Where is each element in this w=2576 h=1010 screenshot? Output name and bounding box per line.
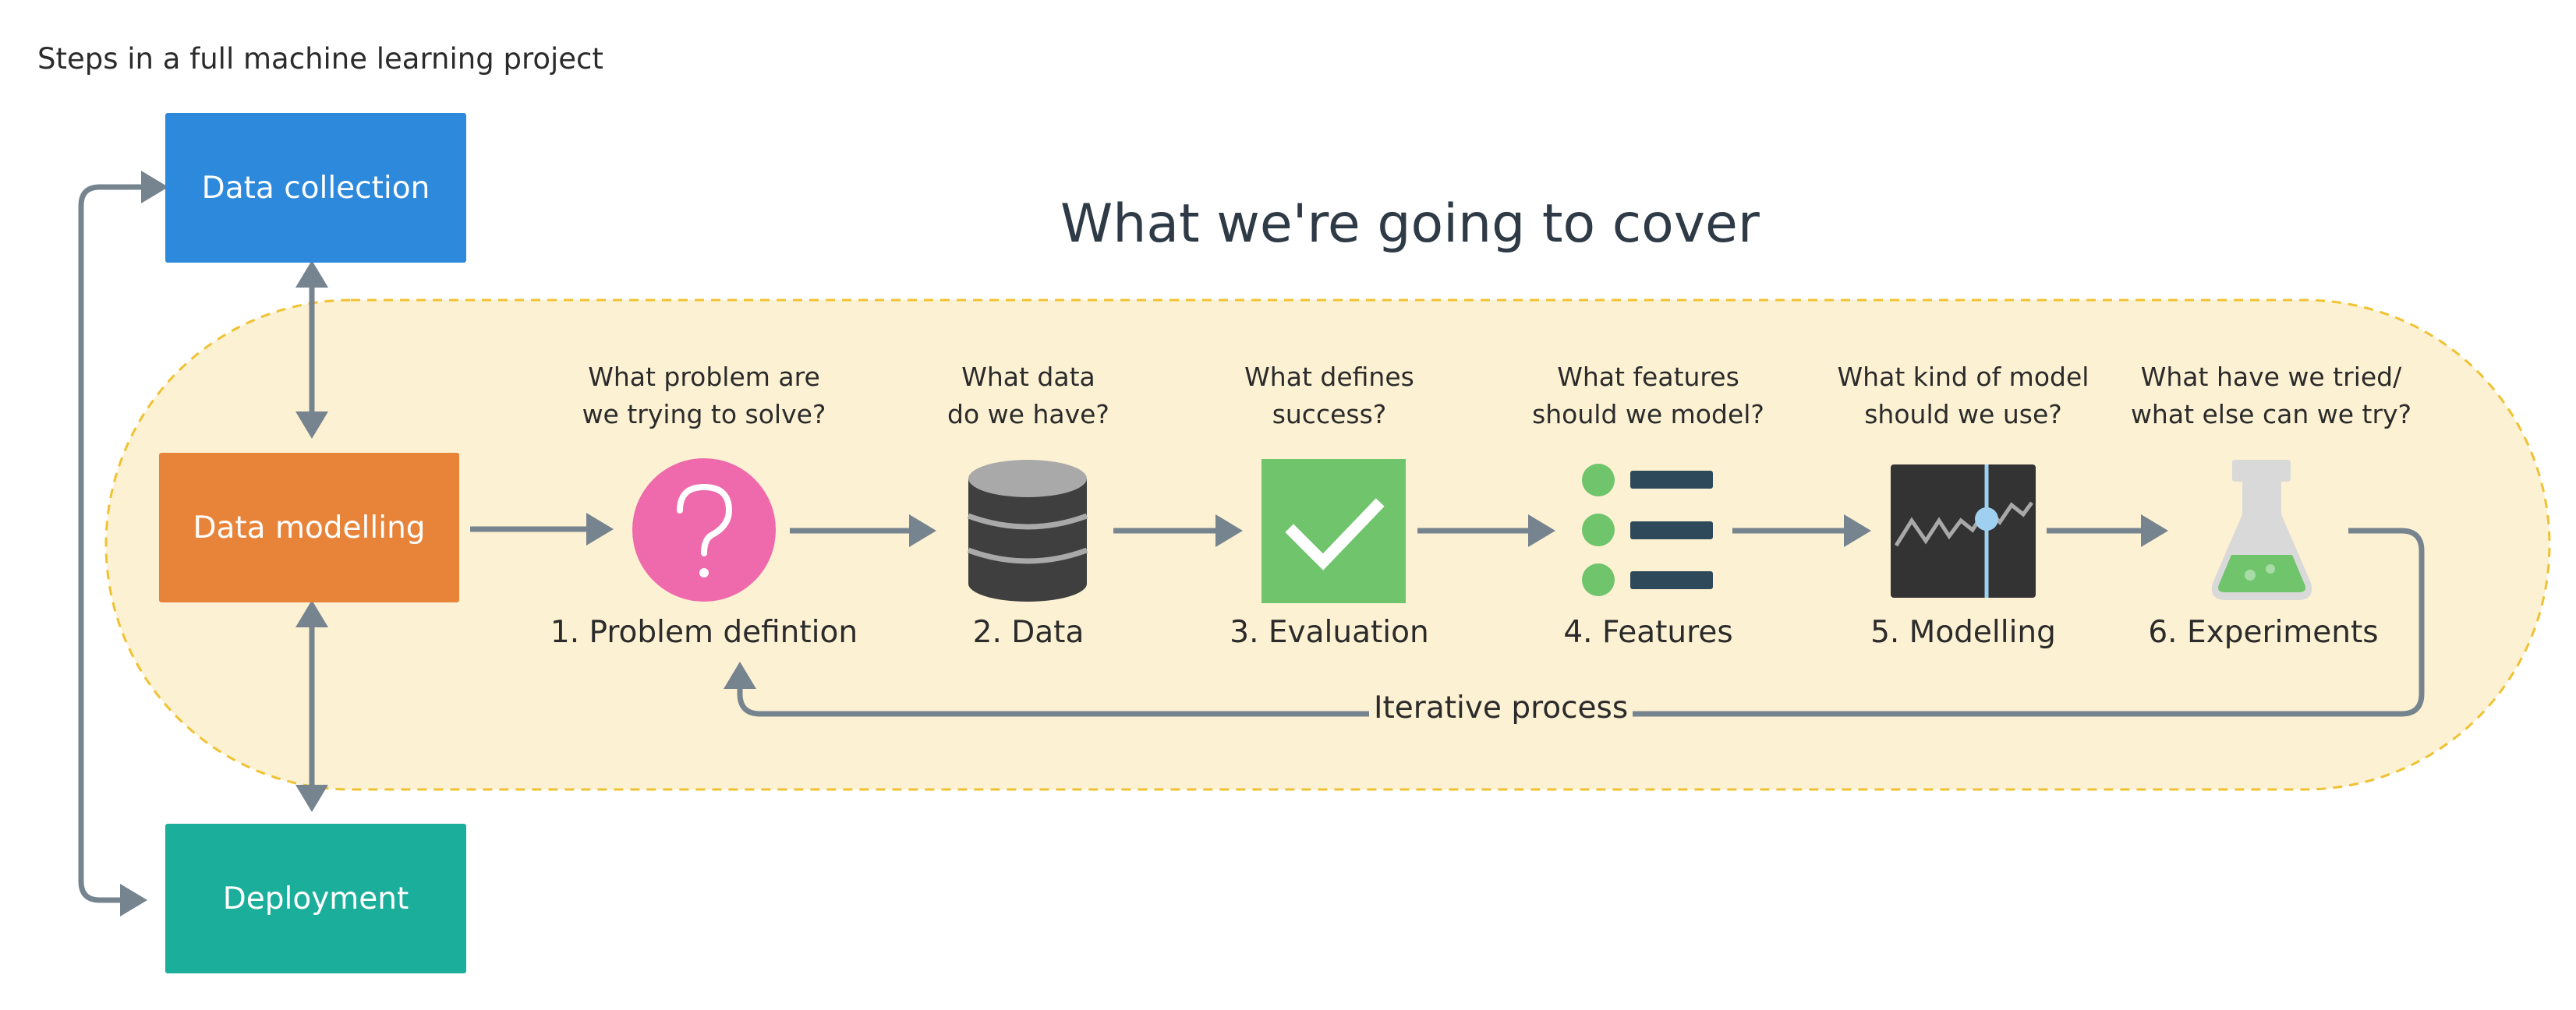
checkmark-icon <box>1261 459 1406 603</box>
database-icon <box>967 460 1088 602</box>
iterative-process-label: Iterative process <box>1369 690 1633 726</box>
step-question-5: What kind of model should we use? <box>1837 362 2089 429</box>
deployment-box: Deployment <box>165 824 466 973</box>
step-label-2: 2. Data <box>972 615 1085 650</box>
step-label-6: 6. Experiments <box>2148 615 2379 650</box>
model-chart-icon <box>1891 464 2036 598</box>
flask-icon <box>2211 460 2312 600</box>
step-question-3: What defines success? <box>1244 362 1414 429</box>
step-label-4: 4. Features <box>1563 615 1733 650</box>
feature-list-icon <box>1582 464 1713 596</box>
step-label-1: 1. Problem defintion <box>550 615 858 650</box>
data-collection-box: Data collection <box>165 113 466 263</box>
question-icon <box>632 458 776 602</box>
data-modelling-label: Data modelling <box>193 510 426 546</box>
deployment-label: Deployment <box>222 881 409 916</box>
step-question-1: What problem are we trying to solve? <box>582 362 826 429</box>
iterative-loop-arrow <box>724 528 2425 717</box>
outer-loop-arrow <box>78 171 168 916</box>
step-label-3: 3. Evaluation <box>1230 615 1429 650</box>
data-collection-label: Data collection <box>201 170 430 206</box>
step-label-5: 5. Modelling <box>1870 615 2056 650</box>
cover-title: What we're going to cover <box>1060 193 1760 255</box>
step-question-2: What data do we have? <box>947 362 1109 429</box>
step-question-6: What have we tried/ what else can we try… <box>2130 362 2412 429</box>
step-question-4: What features should we model? <box>1532 362 1764 429</box>
data-modelling-box: Data modelling <box>159 453 459 602</box>
diagram-title: Steps in a full machine learning project <box>37 42 603 76</box>
